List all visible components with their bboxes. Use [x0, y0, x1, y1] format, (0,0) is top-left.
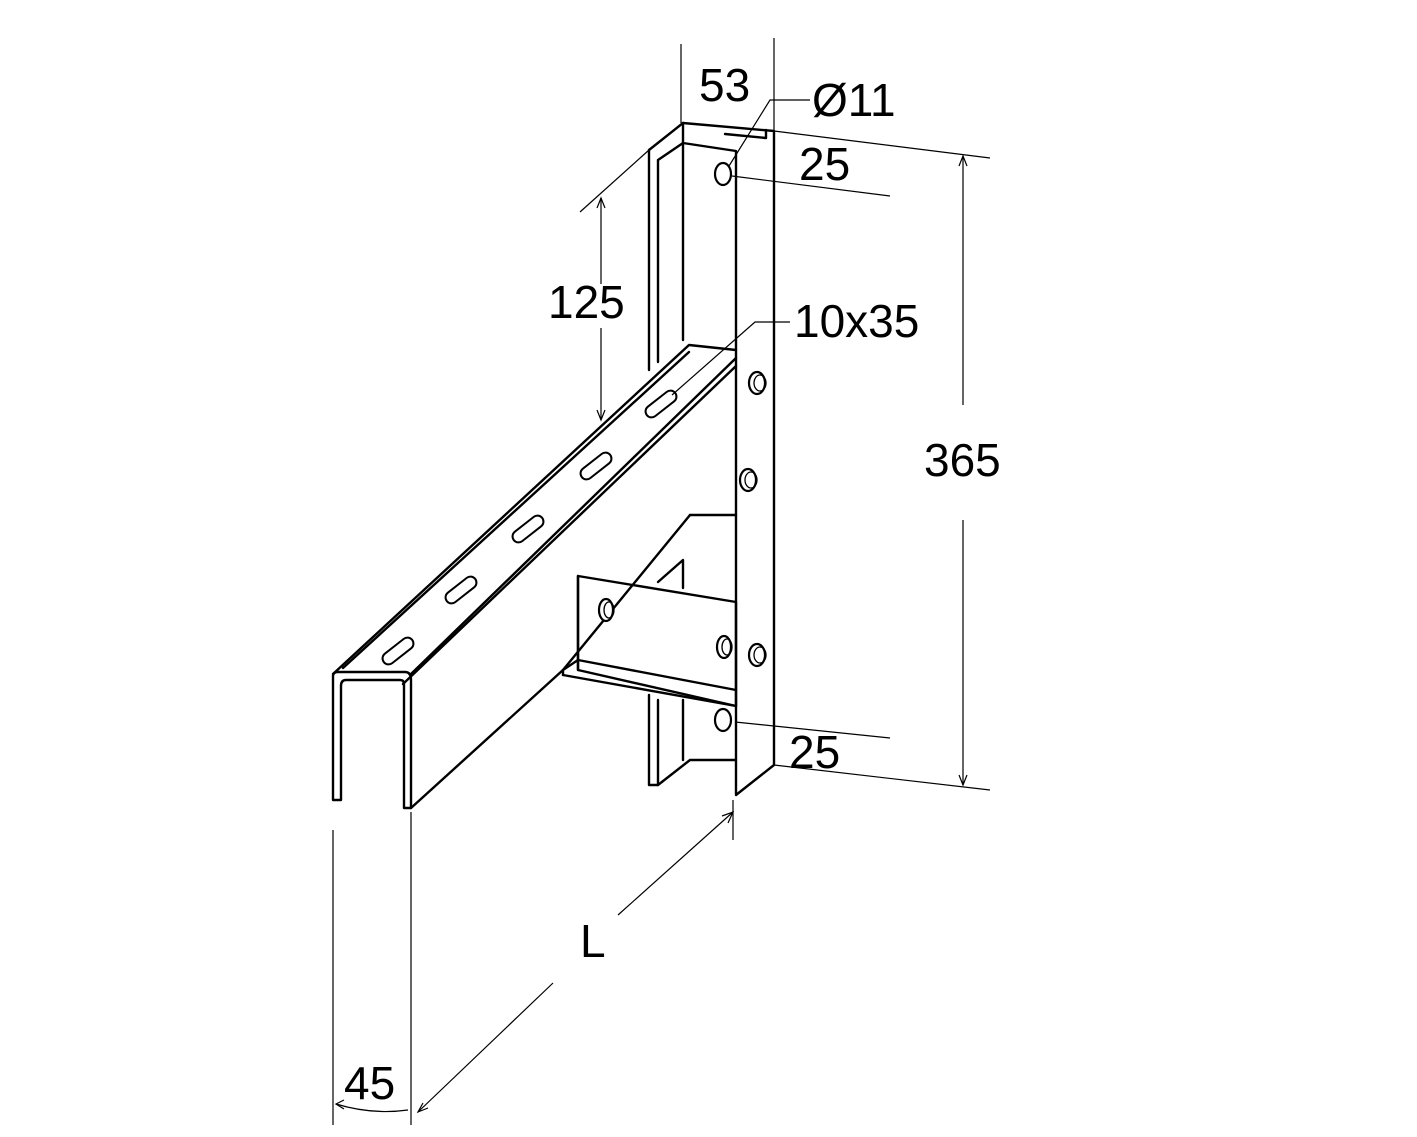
hole-icon	[713, 161, 733, 187]
bolt-icon	[597, 597, 615, 623]
mounting-holes	[713, 161, 733, 733]
bottom-offset-label: 25	[789, 726, 840, 778]
bolt-icon	[738, 467, 758, 493]
arm-channel	[331, 343, 738, 810]
arm-slots	[381, 389, 678, 666]
flange-width-label: 53	[699, 59, 750, 111]
bolt-icon	[747, 370, 767, 396]
dimension-labels: 53 Ø11 25 125 10x35 365 25 L 45	[344, 59, 1001, 1109]
slot-size-label: 10x35	[794, 295, 919, 347]
hole-icon	[713, 707, 733, 733]
channel-width-label: 45	[344, 1057, 395, 1109]
dimension-lines	[332, 38, 991, 1125]
arm-offset-label: 125	[548, 276, 625, 328]
arm-length-label: L	[580, 915, 606, 967]
top-offset-label: 25	[799, 138, 850, 190]
bolt-icon	[747, 642, 767, 668]
bolt-icon	[715, 634, 733, 660]
bolts	[597, 370, 767, 668]
hole-diameter-label: Ø11	[812, 74, 896, 126]
total-height-label: 365	[924, 434, 1001, 486]
support-strut	[561, 574, 738, 708]
